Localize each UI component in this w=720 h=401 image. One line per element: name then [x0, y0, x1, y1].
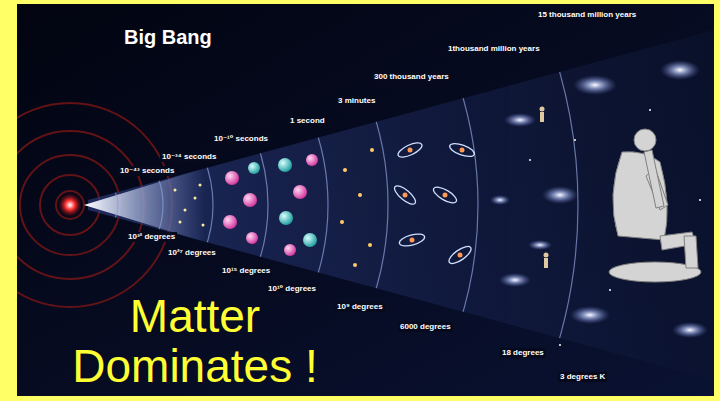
star — [699, 199, 701, 201]
time-label: 15 thousand million years — [536, 10, 638, 20]
time-label: 300 thousand years — [372, 72, 451, 82]
galaxy — [660, 60, 700, 80]
particle — [340, 220, 344, 224]
particle — [358, 193, 362, 197]
figure — [544, 258, 548, 268]
galaxy — [672, 322, 708, 338]
particle-sphere — [293, 185, 307, 199]
particle-sphere — [225, 171, 239, 185]
title: Big Bang — [124, 26, 212, 49]
particle-sphere — [223, 215, 237, 229]
particle — [174, 189, 177, 192]
epoch-arc — [0, 0, 578, 401]
light-nuclei — [340, 148, 374, 267]
small-figures — [540, 107, 549, 269]
stars — [529, 109, 701, 346]
atom-nucleus — [443, 193, 448, 198]
particle — [370, 148, 374, 152]
particle-sphere — [284, 244, 296, 256]
particle-sphere — [279, 211, 293, 225]
time-label: 1thousand million years — [446, 44, 542, 54]
particle-sphere — [243, 193, 257, 207]
atom-orbit — [431, 184, 459, 206]
galaxy — [542, 186, 578, 204]
statue-forearm — [644, 150, 664, 208]
figure-head — [540, 107, 545, 112]
particle-sphere — [248, 162, 260, 174]
galaxy — [504, 113, 536, 127]
headline-overlay: Matter Dominates ! — [35, 292, 355, 391]
time-label: 10⁻³⁴ seconds — [160, 152, 218, 162]
particle — [184, 209, 187, 212]
quark-spheres — [223, 162, 260, 244]
epoch-arc — [0, 0, 478, 401]
star — [609, 289, 611, 291]
epoch-arcs — [0, 0, 578, 401]
thinker-statue — [609, 129, 701, 282]
epoch-arc — [0, 0, 388, 401]
space-background — [17, 4, 714, 396]
star — [649, 109, 651, 111]
star — [529, 159, 531, 161]
atom-nucleus — [460, 148, 465, 153]
plasma-dots — [174, 184, 205, 227]
particle — [368, 243, 372, 247]
ring — [56, 191, 84, 219]
statue-shin — [684, 236, 698, 268]
atom-orbit — [398, 232, 426, 248]
particle-sphere — [278, 158, 292, 172]
particle-sphere — [246, 232, 258, 244]
particle — [202, 224, 205, 227]
galaxies — [490, 60, 708, 338]
atoms — [392, 140, 476, 267]
galaxy — [490, 195, 510, 205]
particle — [343, 168, 347, 172]
atom-nucleus — [403, 193, 408, 198]
atom-orbit — [448, 141, 476, 159]
star — [574, 139, 576, 141]
time-label: 10⁻⁴³ seconds — [118, 166, 176, 176]
nucleon-spheres — [278, 154, 318, 256]
temperature-label: 10²⁷ degrees — [166, 248, 218, 258]
particle — [179, 221, 182, 224]
temperature-label: 10¹⁰ degrees — [266, 284, 318, 294]
galaxy — [573, 75, 617, 95]
epoch-arc — [58, 175, 118, 235]
figure-head — [544, 253, 549, 258]
atom-orbit — [446, 243, 473, 266]
temperature-label: 3 degrees K — [558, 372, 607, 382]
galaxy — [528, 240, 552, 250]
time-label: 3 minutes — [336, 96, 377, 106]
particle — [194, 197, 197, 200]
particle — [353, 263, 357, 267]
atom-nucleus — [410, 238, 415, 243]
epoch-arc — [13, 130, 163, 280]
temperature-label: 6000 degrees — [398, 322, 453, 332]
temperature-label: 10³² degrees — [126, 232, 177, 242]
temperature-label: 18 degrees — [500, 348, 546, 358]
atom-nucleus — [408, 148, 413, 153]
atom-orbit — [392, 183, 418, 207]
galaxy — [499, 273, 531, 287]
singularity — [58, 193, 82, 217]
particle-sphere — [303, 233, 317, 247]
particle-sphere — [306, 154, 318, 166]
flash-cone — [84, 168, 205, 242]
star — [559, 344, 561, 346]
particle — [199, 184, 202, 187]
galaxy — [570, 306, 610, 324]
atom-nucleus — [458, 253, 463, 258]
statue-head — [634, 129, 656, 151]
atom-orbit — [396, 140, 424, 160]
temperature-label: 10⁹ degrees — [335, 302, 385, 312]
figure — [540, 112, 544, 122]
time-label: 1 second — [288, 116, 327, 126]
atom-nuclei — [403, 148, 465, 258]
temperature-label: 10¹⁵ degrees — [220, 266, 272, 276]
time-label: 10⁻¹⁰ seconds — [212, 134, 270, 144]
